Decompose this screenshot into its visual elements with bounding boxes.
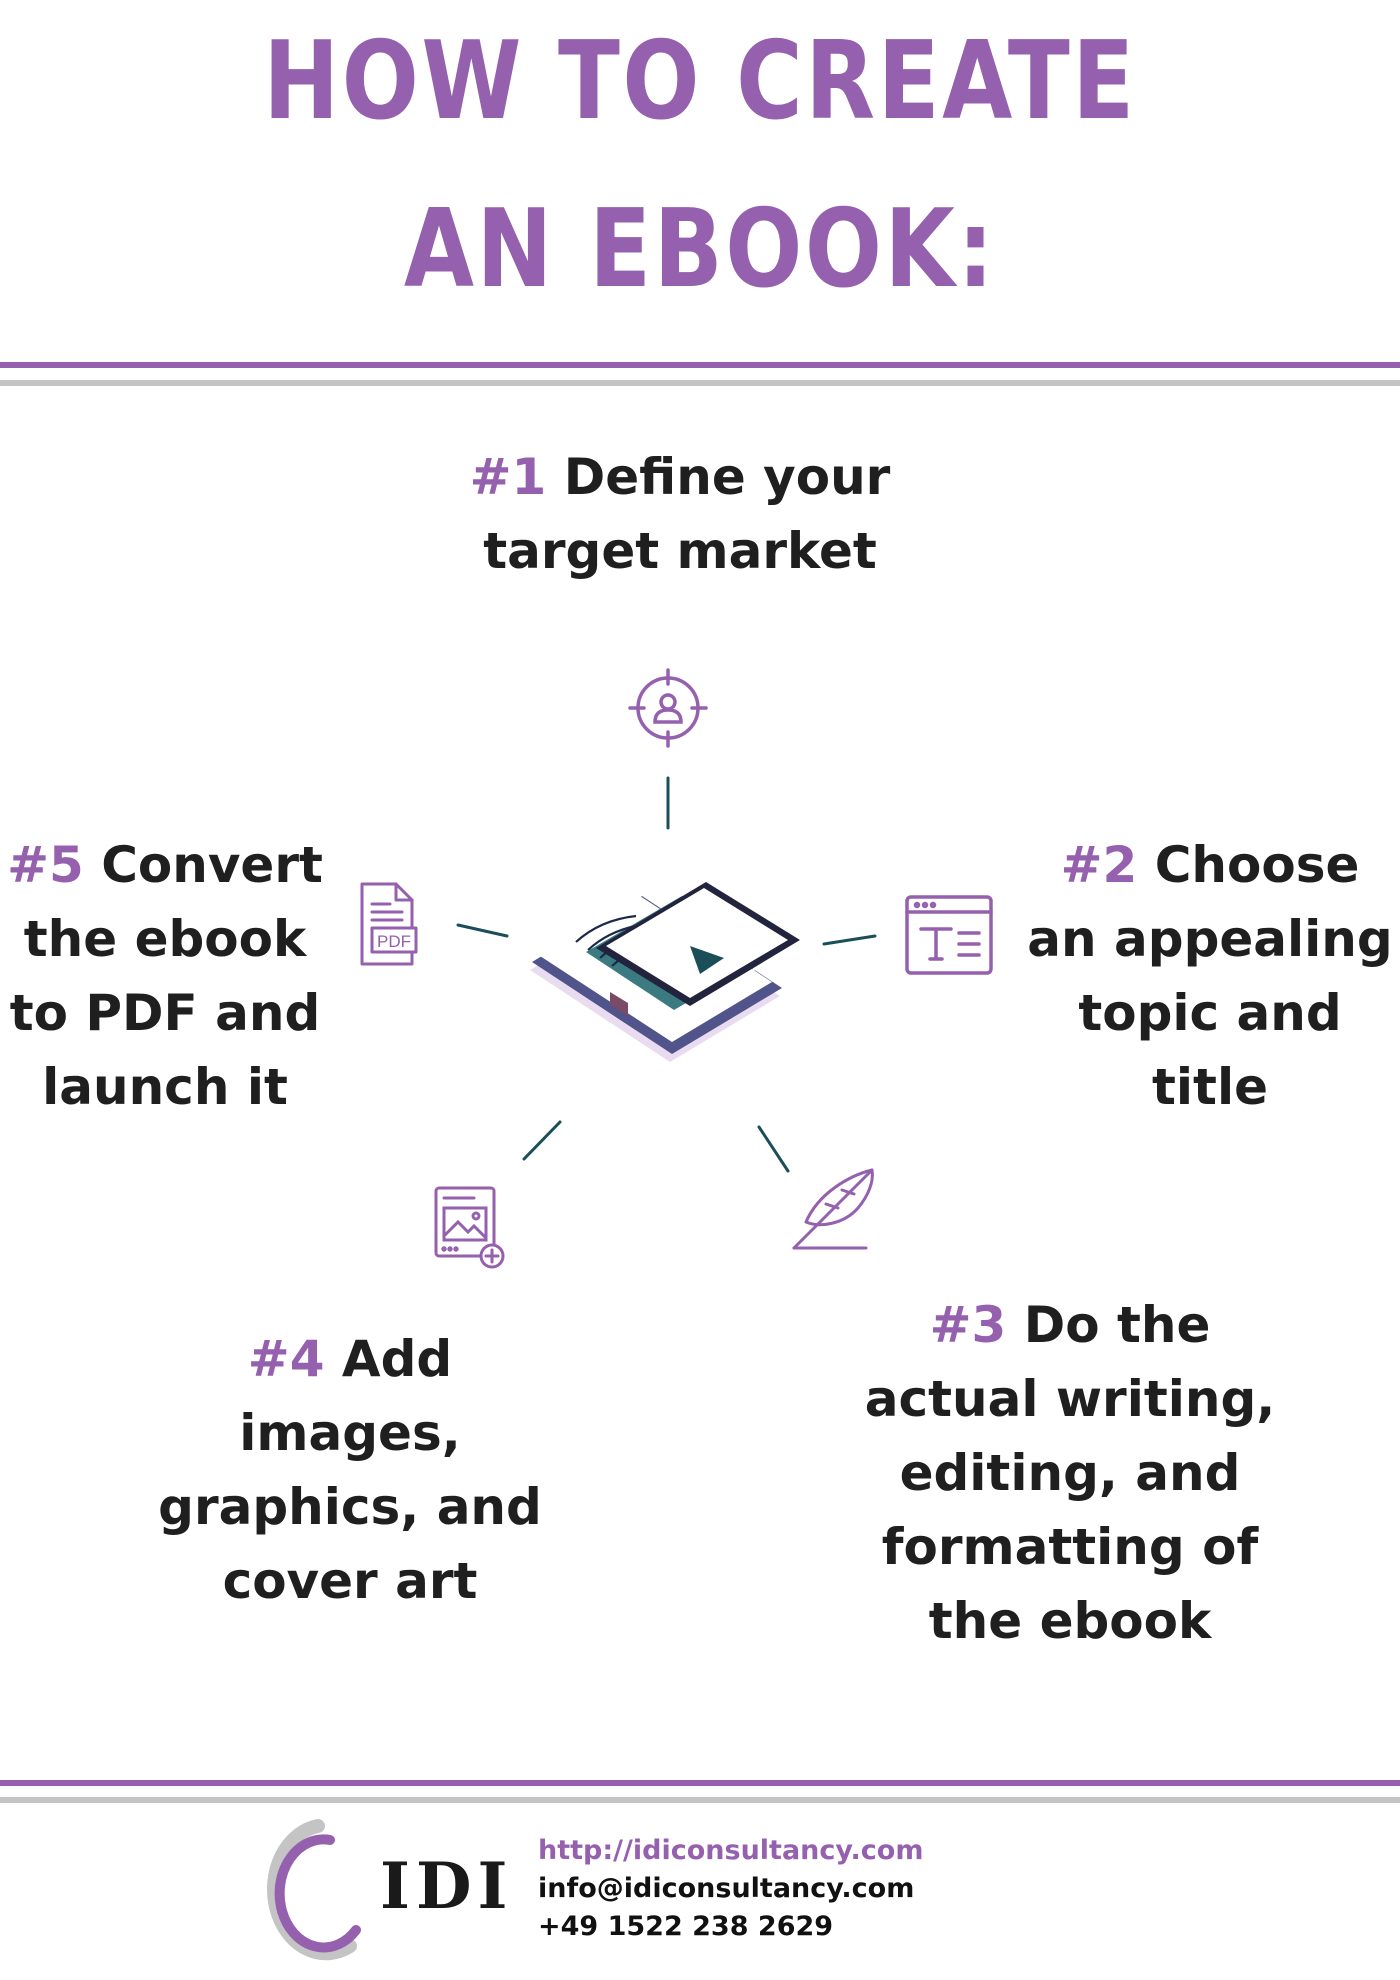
step-3-number: #3 — [929, 1296, 1007, 1354]
connector-step-4 — [522, 1120, 562, 1161]
step-3-line-1: Do the — [1023, 1296, 1211, 1354]
step-3-line-2: actual writing, — [864, 1370, 1276, 1428]
step-4-line-3: graphics, and — [158, 1478, 542, 1536]
step-3-line-3: editing, and — [899, 1444, 1241, 1502]
target-person-icon — [628, 668, 708, 748]
page-title-line-2: AN EBOOK: — [403, 187, 997, 312]
step-2-line-1: Choose — [1154, 836, 1360, 894]
ebook-tablet-icon — [530, 882, 800, 1062]
contact-block: http://idiconsultancy.com info@idiconsul… — [538, 1832, 923, 1946]
text-document-icon — [905, 895, 993, 975]
header-divider-gray — [0, 380, 1400, 386]
feather-quill-icon — [792, 1168, 874, 1250]
footer-divider-purple — [0, 1780, 1400, 1786]
step-4-line-4: cover art — [222, 1552, 478, 1610]
logo-text: IDI — [380, 1849, 513, 1924]
step-2-line-2: an appealing — [1027, 910, 1393, 968]
footer-divider-gray — [0, 1797, 1400, 1803]
step-4: #4 Add images, graphics, and cover art — [150, 1322, 550, 1618]
step-5-line-2: the ebook — [23, 910, 307, 968]
step-5: #5 Convert the ebook to PDF and launch i… — [0, 828, 330, 1124]
step-4-line-1: Add — [341, 1330, 453, 1388]
step-3: #3 Do the actual writing, editing, and f… — [860, 1288, 1280, 1658]
idi-logo: IDI — [266, 1819, 513, 1961]
step-5-line-4: launch it — [42, 1058, 288, 1116]
step-2: #2 Choose an appealing topic and title — [1020, 828, 1400, 1124]
email-link[interactable]: info@idiconsultancy.com — [538, 1873, 915, 1904]
step-1-number: #1 — [469, 448, 547, 506]
pdf-file-icon: PDF — [360, 882, 418, 966]
add-image-icon — [434, 1186, 505, 1269]
step-1-line-1: Define your — [563, 448, 891, 506]
step-4-line-2: images, — [239, 1404, 461, 1462]
header-divider-purple — [0, 362, 1400, 368]
step-2-number: #2 — [1060, 836, 1138, 894]
step-5-number: #5 — [7, 836, 84, 894]
step-2-line-3: topic and — [1078, 984, 1342, 1042]
connector-lines — [456, 776, 877, 1173]
step-3-line-5: the ebook — [928, 1592, 1212, 1650]
step-1: #1 Define your target market — [420, 440, 940, 588]
step-1-line-2: target market — [483, 522, 877, 580]
pdf-icon-label: PDF — [377, 932, 411, 951]
connector-step-3 — [757, 1125, 790, 1173]
step-4-number: #4 — [247, 1330, 325, 1388]
page-title-line-1: HOW TO CREATE — [263, 19, 1137, 144]
connector-step-5 — [456, 923, 509, 938]
connector-step-2 — [822, 934, 877, 946]
phone-number: +49 1522 238 2629 — [538, 1911, 834, 1942]
step-3-line-4: formatting of — [881, 1518, 1259, 1576]
step-2-line-4: title — [1152, 1058, 1268, 1116]
website-link[interactable]: http://idiconsultancy.com — [538, 1835, 924, 1866]
step-5-line-1: Convert — [101, 836, 323, 894]
step-5-line-3: to PDF and — [9, 984, 321, 1042]
